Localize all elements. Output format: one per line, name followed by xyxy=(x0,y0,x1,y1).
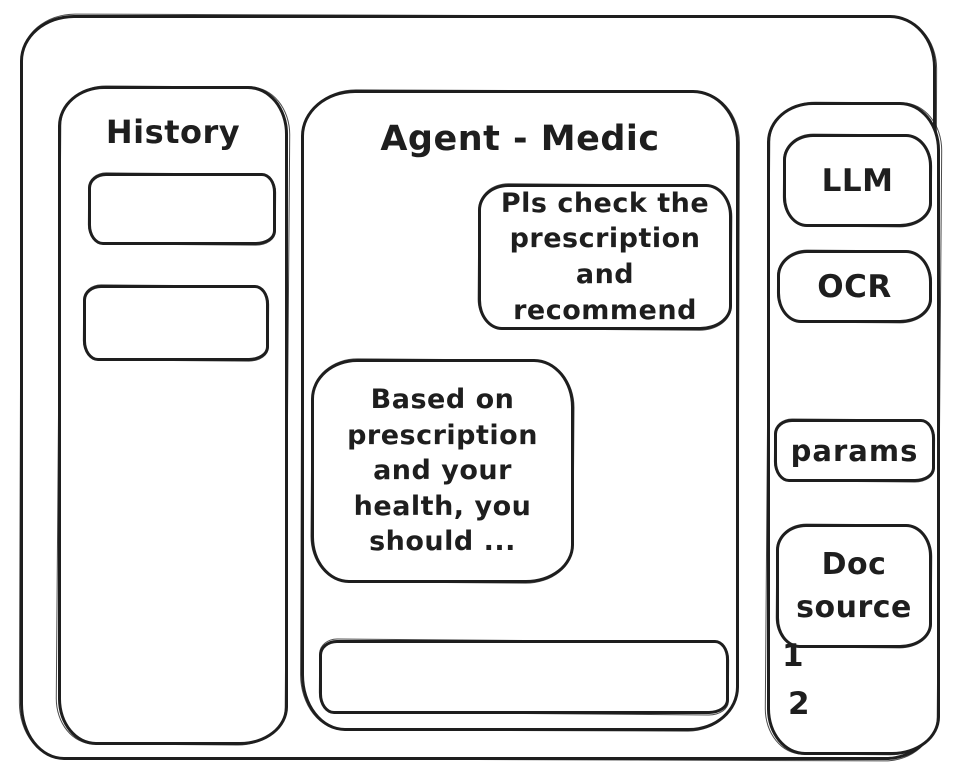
tools-panel: LLM OCR params Doc source 1 2 xyxy=(767,102,940,755)
tool-button-label: Doc source xyxy=(796,546,912,626)
tool-button-label: LLM xyxy=(821,162,894,199)
chat-panel: Agent - Medic Pls check the prescription… xyxy=(301,90,739,731)
message-input[interactable] xyxy=(336,647,712,707)
tool-button-doc-source[interactable]: Doc source xyxy=(776,524,932,648)
tool-button-params[interactable]: params xyxy=(774,419,935,482)
doc-source-item[interactable]: 2 xyxy=(788,686,811,722)
app-frame: History Agent - Medic Pls check the pres… xyxy=(20,15,940,760)
assistant-message-text: Based on prescription and your health, y… xyxy=(347,383,538,558)
user-message-text: Pls check the prescription and recommend xyxy=(500,187,710,326)
tool-button-llm[interactable]: LLM xyxy=(783,134,932,227)
history-panel: History xyxy=(58,86,288,745)
doc-source-item[interactable]: 1 xyxy=(782,638,805,674)
history-item[interactable] xyxy=(83,285,269,361)
chat-title: Agent - Medic xyxy=(380,119,660,159)
message-input-box xyxy=(319,640,729,714)
history-item[interactable] xyxy=(88,173,276,245)
tool-button-ocr[interactable]: OCR xyxy=(777,250,932,323)
tool-button-label: params xyxy=(790,433,919,468)
tool-button-label: OCR xyxy=(817,268,892,305)
user-message-bubble: Pls check the prescription and recommend xyxy=(478,184,732,330)
history-title: History xyxy=(105,113,241,151)
assistant-message-bubble: Based on prescription and your health, y… xyxy=(311,359,574,583)
